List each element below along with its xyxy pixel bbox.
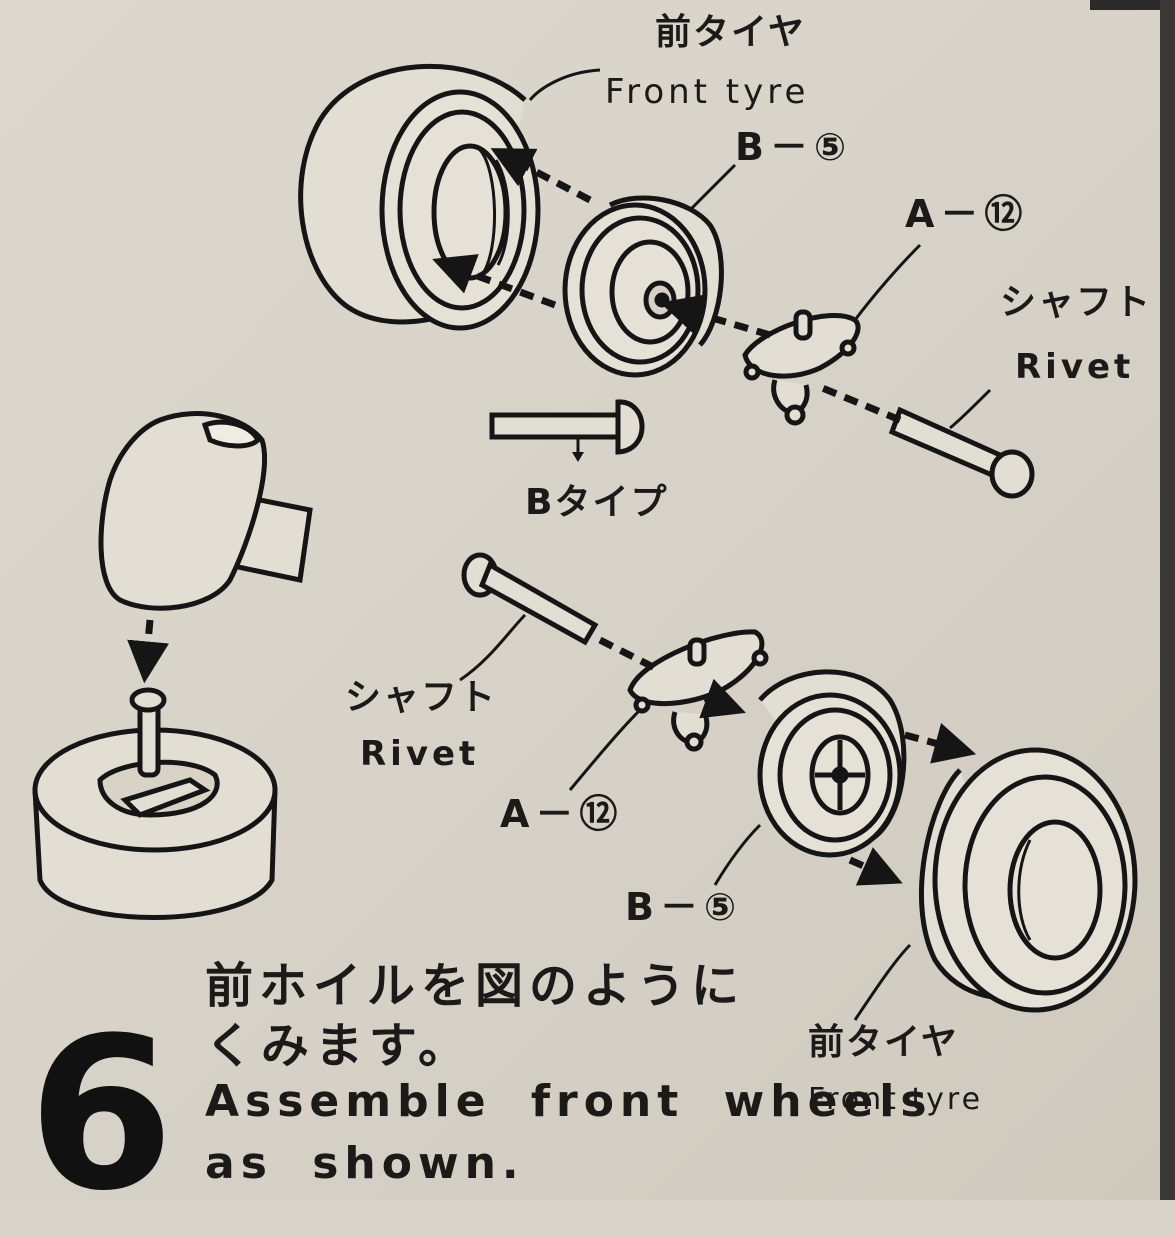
upper-tyre-label-en: Front tyre bbox=[605, 72, 810, 112]
demo-tyre-icon bbox=[32, 687, 278, 920]
upper-rivet-icon bbox=[888, 406, 1035, 499]
instruction-jp-line1: 前ホイルを図のように bbox=[205, 958, 746, 1014]
lower-hub-part-label: A－⑫ bbox=[500, 792, 624, 836]
upper-hub-icon bbox=[742, 309, 861, 426]
rivet-icon bbox=[489, 399, 645, 462]
upper-hub-part-label: A－⑫ bbox=[905, 192, 1029, 236]
hammer-icon bbox=[98, 411, 313, 611]
instruction-en-line1: Assemble front wheels bbox=[205, 1076, 933, 1127]
arrow-icon bbox=[598, 636, 977, 886]
arrow-icon bbox=[127, 619, 169, 684]
lower-wheel-part-label: B－⑤ bbox=[625, 885, 743, 929]
upper-rivet-label-jp: シャフト bbox=[1000, 282, 1153, 323]
upper-tyre-label-jp: 前タイヤ bbox=[655, 12, 806, 53]
frame-edge bbox=[1090, 0, 1175, 10]
lower-tyre-label-jp: 前タイヤ bbox=[808, 1022, 959, 1063]
lower-rivet-label-en: Rivet bbox=[360, 734, 480, 774]
lower-rivet-icon bbox=[461, 552, 599, 646]
lower-tyre-icon bbox=[918, 747, 1138, 1013]
leader-lines bbox=[459, 613, 912, 1021]
leader-lines bbox=[528, 68, 992, 430]
rivet-type-label: Bタイプ bbox=[525, 482, 669, 523]
instruction-en-line2: as shown. bbox=[205, 1138, 525, 1189]
step-number: 6 bbox=[28, 992, 175, 1237]
lower-wheel-icon bbox=[757, 669, 907, 858]
frame-edge bbox=[1160, 0, 1175, 1200]
upper-rivet-label-en: Rivet bbox=[1015, 347, 1135, 387]
lower-tyre-label-en: Front tyre bbox=[808, 1082, 984, 1117]
assembly-drawing bbox=[32, 63, 1138, 1021]
upper-wheel-part-label: B－⑤ bbox=[735, 125, 853, 169]
lower-rivet-label-jp: シャフト bbox=[345, 677, 498, 718]
lower-hub-icon bbox=[627, 629, 769, 752]
instruction-jp-line2: くみます。 bbox=[205, 1018, 473, 1074]
arrow-icon bbox=[432, 148, 902, 424]
upper-wheel-icon bbox=[562, 195, 724, 378]
